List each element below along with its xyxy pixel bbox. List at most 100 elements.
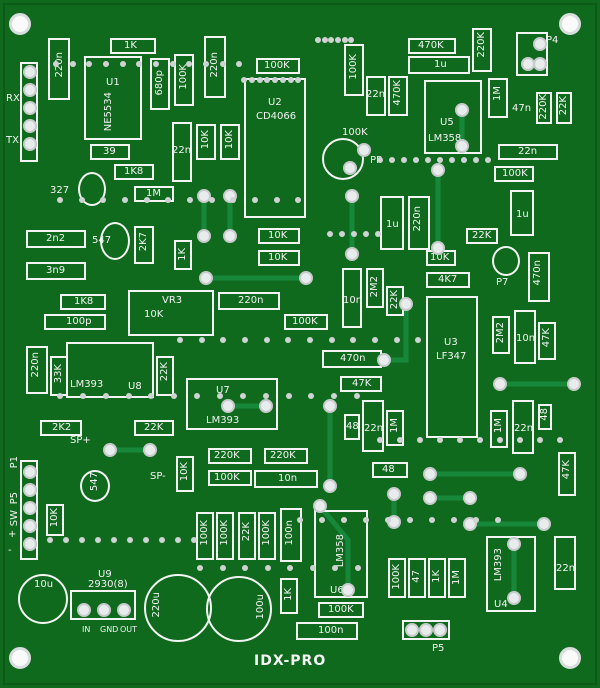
r-100k-f xyxy=(216,512,234,560)
r-220k-r xyxy=(536,92,552,124)
c-10u-label: 10u xyxy=(34,579,54,590)
r-10k-c-label: 10K xyxy=(268,230,288,241)
u5-part: LM358 xyxy=(428,133,462,144)
c-220n-mid-label: 220n xyxy=(412,206,423,232)
solder-pad xyxy=(315,37,321,43)
solder-pad xyxy=(57,393,63,399)
solder-pad xyxy=(477,437,483,443)
via-hole xyxy=(97,603,111,617)
via-hole xyxy=(493,377,507,391)
c-100p xyxy=(44,314,106,330)
via-hole xyxy=(223,229,237,243)
c-22n-d-label: 22n xyxy=(556,563,576,574)
solder-pad xyxy=(252,197,258,203)
u1-label: U1 xyxy=(106,77,120,88)
c-100n-a-label: 100n xyxy=(284,520,295,546)
solder-pad xyxy=(285,337,292,343)
solder-pad xyxy=(100,197,107,203)
c-22n-d xyxy=(554,536,576,590)
c-100n-a xyxy=(280,508,302,562)
minus-label: - xyxy=(8,545,12,556)
via-hole xyxy=(103,443,117,457)
c-470n-label: 470n xyxy=(340,353,366,364)
via-hole xyxy=(341,583,355,597)
u8-label: U8 xyxy=(128,381,142,392)
c-220n-top-label: 220n xyxy=(209,52,220,78)
solder-pad xyxy=(348,37,355,43)
u7-part: LM393 xyxy=(206,415,240,426)
c-48a-label: 48 xyxy=(346,421,359,432)
solder-pad xyxy=(217,393,223,399)
cap-100u xyxy=(206,576,272,642)
via-hole xyxy=(399,297,413,311)
solder-pad xyxy=(341,517,347,523)
r-1k-c-label: 1K xyxy=(431,570,442,583)
solder-pad xyxy=(331,393,338,399)
via-hole xyxy=(357,143,371,157)
u2-part: CD4066 xyxy=(256,111,297,122)
solder-pad xyxy=(328,37,335,43)
via-hole xyxy=(197,189,211,203)
r-100k-vr xyxy=(284,314,328,330)
solder-pad xyxy=(393,337,400,343)
via-hole xyxy=(23,137,37,151)
r-1m-b xyxy=(386,410,404,446)
ic-u7 xyxy=(186,378,278,430)
r-22k-d-label: 22K xyxy=(241,522,252,542)
plus-label: + xyxy=(8,529,17,540)
via-hole xyxy=(567,377,581,391)
r-2k7 xyxy=(134,226,154,264)
r-1m-a xyxy=(488,78,508,118)
r-220k-r-label: 220K xyxy=(538,94,549,120)
p5-label: P5 xyxy=(9,492,20,505)
c-220n-left xyxy=(48,38,70,100)
r-22k-r-label: 22K xyxy=(558,96,569,116)
via-hole xyxy=(433,623,447,637)
r-1m-d xyxy=(448,558,466,598)
mount-hole-tl xyxy=(9,13,31,35)
solder-pad xyxy=(307,337,313,343)
solder-pad xyxy=(537,437,543,443)
solder-pad xyxy=(339,231,345,237)
solder-pad xyxy=(236,61,243,67)
c-48c xyxy=(372,462,408,478)
solder-pad xyxy=(473,157,479,163)
solder-pad xyxy=(451,517,457,523)
r-22k-u8 xyxy=(156,356,174,396)
r-1k8-b-label: 1K8 xyxy=(74,296,94,307)
solder-pad xyxy=(309,565,316,571)
r-470k-v-label: 470K xyxy=(392,80,403,106)
r-47k-r-label: 47K xyxy=(541,328,552,348)
pp-label: PP xyxy=(370,155,383,166)
solder-pad xyxy=(242,337,248,343)
solder-pad xyxy=(335,37,341,43)
via-hole xyxy=(23,483,37,497)
solder-pad xyxy=(264,565,271,571)
solder-pad xyxy=(461,157,467,163)
r-22k-u8-label: 22K xyxy=(159,362,170,382)
r-10k-mid-label: 10K xyxy=(430,252,450,263)
solder-pad xyxy=(401,157,407,163)
solder-pad xyxy=(272,77,278,83)
t547b-label: 547 xyxy=(89,472,100,492)
solder-pad xyxy=(79,537,85,543)
c-220n-mid xyxy=(408,196,430,250)
solder-pad xyxy=(354,565,361,571)
r-220k-b-label: 220K xyxy=(270,450,296,461)
c-220n-vr-label: 220n xyxy=(238,295,264,306)
solder-pad xyxy=(350,337,357,343)
c-3n9-label: 3n9 xyxy=(46,265,66,276)
r-10k-a-label: 10K xyxy=(200,130,211,150)
via-hole xyxy=(345,189,359,203)
r-10k-e xyxy=(176,456,194,492)
via-hole xyxy=(419,623,433,637)
transistor-547b xyxy=(80,470,110,502)
solder-pad xyxy=(285,393,292,399)
solder-pad xyxy=(263,337,270,343)
u6-label: U6 xyxy=(330,585,344,596)
c-220n-top xyxy=(204,36,226,98)
c-10n-r-label: 10n xyxy=(516,333,536,344)
solder-pad xyxy=(297,517,303,523)
t327-label: 327 xyxy=(50,185,70,196)
c-1u-mid-label: 1u xyxy=(386,219,399,230)
